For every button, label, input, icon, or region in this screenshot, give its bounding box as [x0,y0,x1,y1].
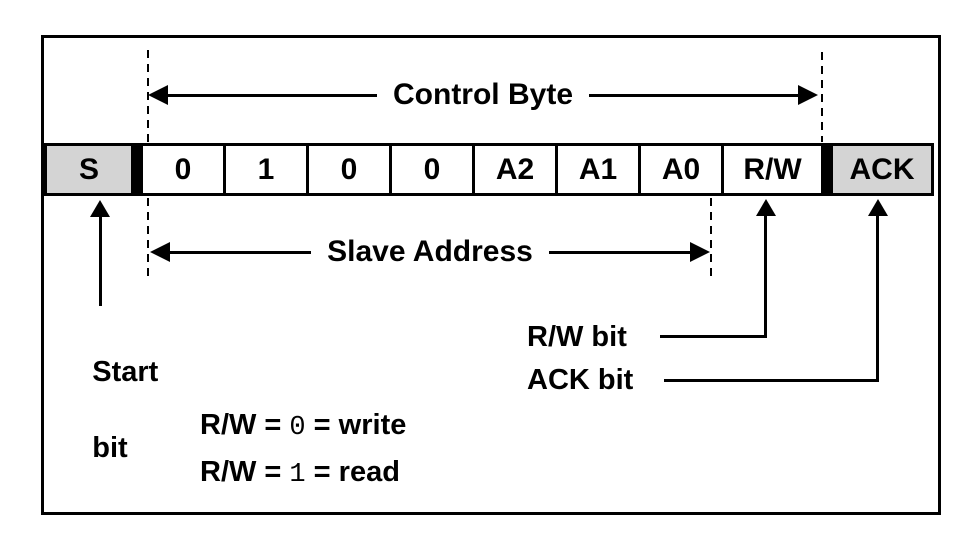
dashed-guide-left-bottom [147,198,149,282]
slave-address-arrow: Slave Address [150,236,710,268]
arrowhead-right-icon [690,242,710,262]
rw-legend-read-value: 1 [289,460,306,490]
start-bit-label-line2: bit [92,432,128,464]
figure-frame [41,35,941,515]
rw-bit-label: R/W bit [527,321,627,353]
rw-legend-write-value: 0 [289,413,306,443]
rw-legend-read-suffix: = read [305,456,400,488]
rw-legend: R/W = 0 = write R/W = 1 = read [200,403,406,497]
cell-bit-1: 1 [223,143,309,196]
cell-a2: A2 [472,143,558,196]
ack-bit-pointer-horizontal [664,379,879,382]
control-byte-arrow: Control Byte [148,79,818,111]
rw-bit-pointer-horizontal [660,335,767,338]
rw-legend-write: R/W = 0 = write [200,403,406,450]
dashed-guide-a0-bottom [710,198,712,282]
arrowhead-left-icon [148,85,168,105]
arrowhead-up-icon [90,200,110,217]
ack-bit-pointer-vertical [876,213,879,382]
cell-rw: R/W [721,143,824,196]
arrowhead-right-icon [798,85,818,105]
dashed-guide-right-top [821,52,823,142]
rw-legend-write-prefix: R/W = [200,409,290,441]
rw-legend-write-suffix: = write [305,409,407,441]
byte-row: S 0 1 0 0 A2 A1 A0 R/W ACK [44,143,934,196]
control-byte-label: Control Byte [377,79,589,111]
cell-ack: ACK [830,143,934,196]
start-bit-label: Start bit [60,315,158,505]
rw-legend-read-prefix: R/W = [200,456,290,488]
ack-bit-label: ACK bit [527,364,634,396]
arrowhead-left-icon [150,242,170,262]
cell-bit-2: 0 [306,143,392,196]
cell-start: S [44,143,134,196]
start-bit-pointer-line [99,214,102,306]
arrowhead-up-icon [756,199,776,216]
cell-a0: A0 [638,143,724,196]
start-bit-label-line1: Start [92,356,159,388]
cell-bit-3: 0 [389,143,475,196]
arrowhead-up-icon [868,199,888,216]
rw-legend-read: R/W = 1 = read [200,450,406,497]
cell-bit-0: 0 [140,143,226,196]
cell-a1: A1 [555,143,641,196]
rw-bit-pointer-vertical [764,213,767,338]
slave-address-label: Slave Address [311,236,549,268]
